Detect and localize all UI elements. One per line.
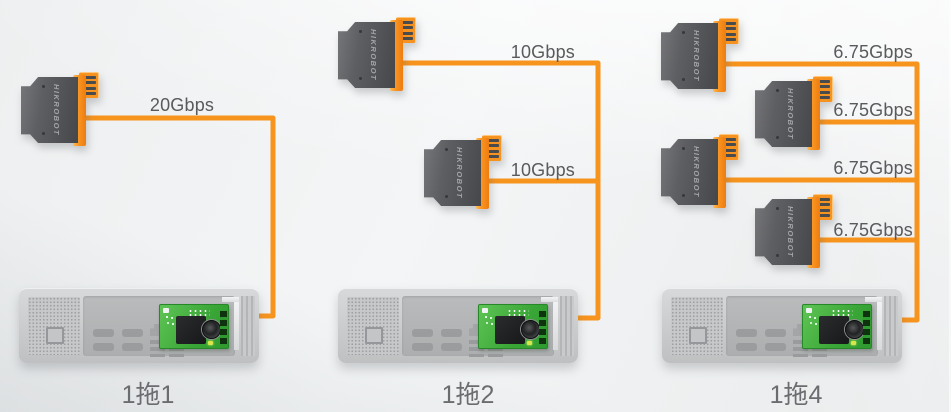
camera-brand-label: HIKROBOT: [692, 146, 701, 198]
camera-brand-label: HIKROBOT: [52, 84, 61, 136]
camera: HIKROBOT: [661, 134, 739, 208]
screw-dot: [359, 30, 362, 33]
bandwidth-label: 20Gbps: [149, 95, 215, 115]
pc-chassis: [19, 288, 259, 363]
power-inlet: [46, 327, 64, 344]
card-round-connector: [202, 320, 221, 339]
card-led: [851, 341, 856, 345]
pc-expansion-slots: [412, 329, 462, 351]
panel-caption: 1拖4: [769, 381, 823, 409]
pc-slot-covers: [560, 296, 574, 356]
card-round-connector: [521, 320, 540, 339]
screw-dot: [42, 85, 45, 88]
bandwidth-label: 6.75Gbps: [833, 42, 913, 62]
screw-dot: [776, 254, 779, 257]
bandwidth-label: 10Gbps: [510, 160, 575, 180]
screw-dot: [776, 89, 779, 92]
bandwidth-label: 6.75Gbps: [833, 100, 913, 120]
camera-body: HIKROBOT: [21, 77, 78, 143]
pc-expansion-slots: [93, 329, 143, 351]
pc-vent-grid: [347, 297, 399, 355]
camera-brand-label: HIKROBOT: [692, 30, 701, 82]
screw-dot: [682, 31, 685, 34]
screw-dot: [776, 207, 779, 210]
card-bracket: [541, 297, 558, 350]
pc-chassis: [338, 288, 578, 363]
card-bracket: [222, 297, 239, 350]
screw-dot: [445, 195, 448, 198]
camera-body: HIKROBOT: [661, 139, 718, 205]
card-chip: [806, 308, 812, 313]
card-components: [485, 316, 487, 318]
screw-dot: [776, 136, 779, 139]
screw-dot: [445, 148, 448, 151]
camera: HIKROBOT: [338, 17, 416, 91]
card-edge-pins: [863, 311, 870, 344]
frame-grabber-card: [802, 304, 872, 349]
card-pin-grid: [831, 309, 853, 317]
bandwidth-label: 6.75Gbps: [833, 158, 913, 178]
card-pin-grid: [507, 309, 529, 317]
power-inlet: [365, 327, 383, 344]
cable-1to1-20gbps: [85, 115, 276, 319]
card-pin-grid: [188, 309, 210, 317]
camera-brand-label: HIKROBOT: [786, 206, 795, 258]
camera-body: HIKROBOT: [661, 23, 718, 89]
camera-body: HIKROBOT: [755, 199, 812, 265]
camera: HIKROBOT: [424, 135, 502, 209]
card-edge-pins: [539, 311, 546, 344]
card-round-connector: [845, 320, 864, 339]
card-heatsink: [176, 316, 206, 344]
power-inlet: [689, 327, 707, 344]
camera: HIKROBOT: [755, 194, 833, 268]
screw-dot: [682, 147, 685, 150]
camera-brand-label: HIKROBOT: [455, 147, 464, 199]
bandwidth-label: 10Gbps: [510, 42, 575, 62]
card-heatsink: [819, 316, 849, 344]
card-chip: [163, 308, 169, 313]
screw-dot: [359, 77, 362, 80]
frame-grabber-card: [159, 304, 229, 349]
bandwidth-label: 6.75Gbps: [833, 220, 913, 240]
camera-body: HIKROBOT: [424, 140, 481, 206]
card-chip: [482, 308, 488, 313]
pc-vent-grid: [28, 297, 80, 355]
card-led: [208, 341, 213, 345]
card-led: [527, 341, 532, 345]
pc-vent-grid: [671, 297, 723, 355]
camera: HIKROBOT: [755, 76, 833, 150]
card-components: [809, 316, 811, 318]
camera-body: HIKROBOT: [755, 81, 812, 147]
camera-body: HIKROBOT: [338, 22, 395, 88]
card-bracket: [865, 297, 882, 350]
card-heatsink: [495, 316, 525, 344]
cable-1to2-trunk: [402, 60, 601, 321]
pc-slot-covers: [241, 296, 255, 356]
pc-slot-covers: [884, 296, 898, 356]
camera: HIKROBOT: [661, 18, 739, 92]
frame-grabber-card: [478, 304, 548, 349]
pc-expansion-slots: [736, 329, 786, 351]
panel-caption: 1拖1: [121, 381, 175, 409]
camera-brand-label: HIKROBOT: [786, 88, 795, 140]
screw-dot: [682, 194, 685, 197]
pc-chassis: [662, 288, 902, 363]
card-edge-pins: [220, 311, 227, 344]
panel-caption: 1拖2: [441, 381, 495, 409]
card-components: [166, 316, 168, 318]
cable-1to4-trunk: [725, 61, 920, 323]
camera-brand-label: HIKROBOT: [369, 29, 378, 81]
screw-dot: [42, 132, 45, 135]
screw-dot: [682, 78, 685, 81]
camera: HIKROBOT: [21, 72, 99, 146]
